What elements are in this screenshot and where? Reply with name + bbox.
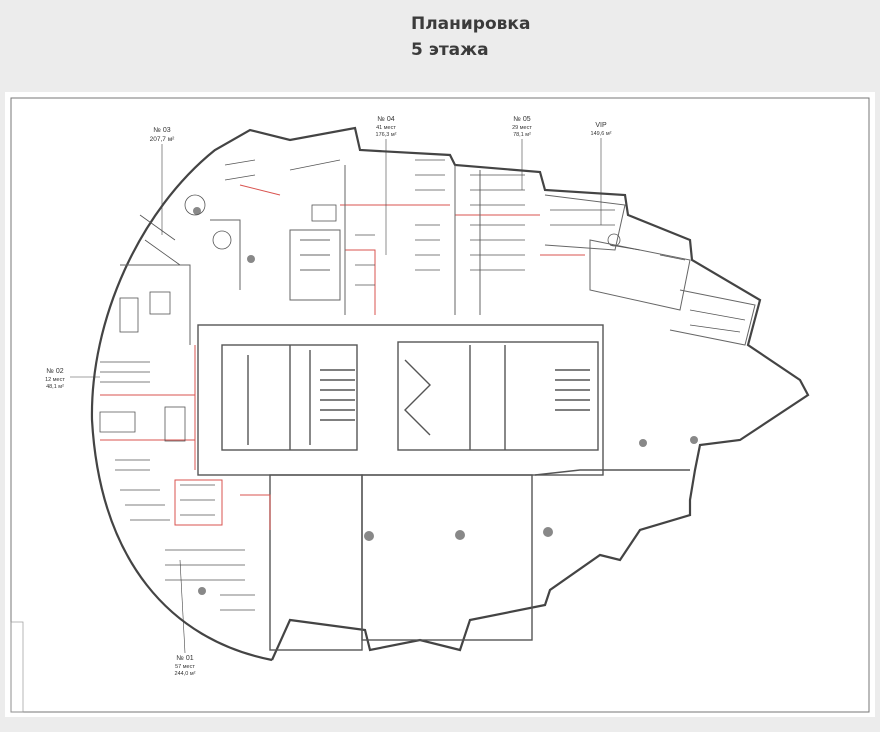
title-line-2: 5 этажа [411, 40, 489, 60]
room-label-05: № 05 29 мест 78,1 м² [512, 116, 532, 138]
building-core [197, 324, 690, 651]
room-number: № 03 [153, 127, 170, 134]
room-area: 207,7 м² [150, 136, 176, 143]
interior-walls [120, 165, 756, 346]
floor-plan-sheet [5, 92, 875, 717]
meeting-tables [119, 194, 621, 442]
room-number: № 02 [46, 368, 63, 375]
desk-clusters [99, 159, 746, 611]
room-number: № 05 [513, 116, 530, 123]
room-seats: 29 мест [512, 125, 532, 131]
room-label-03: № 03 207,7 м² [150, 127, 176, 143]
room-seats: 41 мест [376, 125, 396, 131]
room-number: № 01 [176, 655, 193, 662]
room-area: 149,6 м² [591, 131, 612, 137]
office-partitions [100, 184, 585, 530]
room-label-vip: VIP 149,6 м² [591, 122, 612, 137]
title-line-1: Планировка [411, 14, 531, 34]
structural-columns [193, 207, 698, 595]
room-label-02: № 02 12 мест 48,1 м² [45, 368, 65, 390]
room-number: VIP [595, 122, 607, 129]
building-outline [90, 126, 810, 662]
page-header: Планировка 5 этажа [0, 0, 880, 92]
room-area: 244,0 м² [175, 671, 196, 677]
room-label-04: № 04 41 мест 176,3 м² [376, 116, 397, 138]
room-seats: 57 мест [175, 664, 195, 670]
room-label-01: № 01 57 мест 244,0 м² [175, 655, 196, 677]
room-area: 48,1 м² [46, 384, 64, 390]
page-title: Планировка 5 этажа [411, 11, 530, 63]
room-area: 78,1 м² [513, 132, 531, 138]
room-number: № 04 [377, 116, 394, 123]
label-leader-lines [70, 138, 602, 654]
room-seats: 12 мест [45, 377, 65, 383]
room-area: 176,3 м² [376, 132, 397, 138]
